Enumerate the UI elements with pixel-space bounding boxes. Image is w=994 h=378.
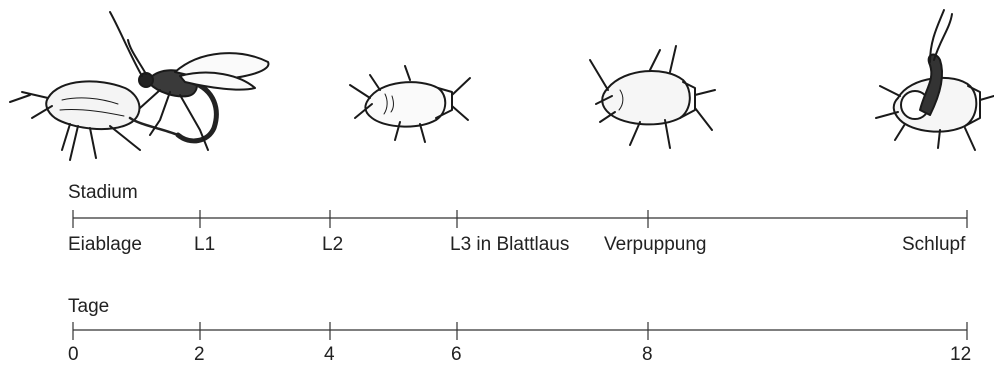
aphid-mummy-icon [589,45,716,149]
wasp-laying-egg-on-aphid-icon [9,11,270,161]
stage-label-l2: L2 [322,234,344,255]
days-label-6: 6 [451,344,462,365]
stage-axis-title: Stadium [68,182,138,203]
life-cycle-illustrations [0,0,994,170]
days-label-12: 12 [950,344,972,365]
days-label-0: 0 [68,344,79,365]
stage-label-schlupf: Schlupf [902,234,966,255]
stage-label-verpuppung: Verpuppung [604,234,707,255]
days-label-4: 4 [324,344,335,365]
stage-label-l1: L1 [194,234,216,255]
days-axis-title: Tage [68,296,110,317]
stage-axis: Eiablage L1 L2 L3 in Blattlaus Verpuppun… [0,206,994,266]
days-axis: 0 2 4 6 8 12 [0,318,994,378]
wasp-emerging-from-mummy-icon [875,9,994,151]
stage-label-l3-in-blattlaus: L3 in Blattlaus [450,234,570,255]
stage-axis-line [72,210,968,228]
days-label-8: 8 [642,344,653,365]
days-axis-line [72,322,968,340]
parasitized-aphid-icon [349,65,471,143]
stage-label-eiablage: Eiablage [68,234,142,255]
days-label-2: 2 [194,344,205,365]
